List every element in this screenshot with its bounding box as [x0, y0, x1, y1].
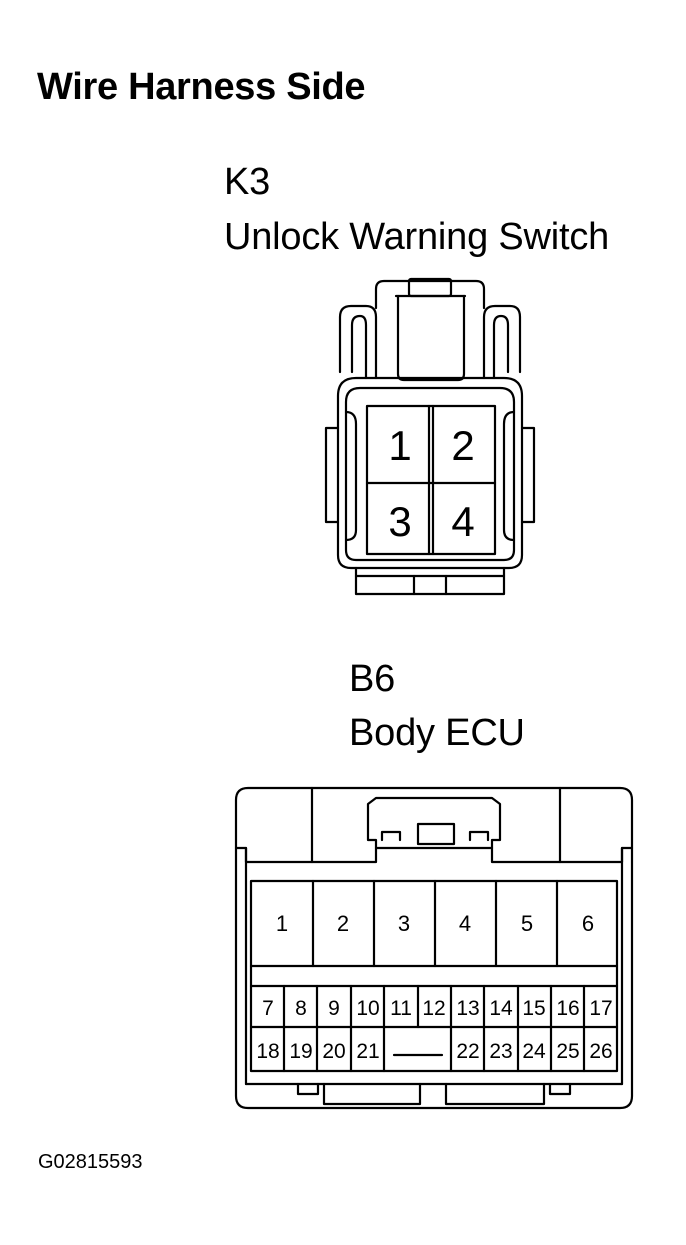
b6-pin-1: 1: [276, 911, 288, 936]
b6-pin-15: 15: [522, 997, 545, 1020]
connector-k3-body: [324, 277, 536, 596]
k3-pin-2: 2: [451, 422, 474, 469]
b6-pin-8: 8: [295, 997, 307, 1020]
b6-pin-23: 23: [489, 1040, 512, 1063]
b6-pin-17: 17: [589, 997, 612, 1020]
k3-pin-3: 3: [388, 498, 411, 545]
b6-pin-4: 4: [459, 911, 471, 936]
b6-pin-5: 5: [521, 911, 533, 936]
b6-pin-13: 13: [456, 997, 479, 1020]
b6-pin-9: 9: [328, 997, 340, 1020]
b6-pin-19: 19: [289, 1040, 312, 1063]
connector-k3-name: Unlock Warning Switch: [224, 216, 610, 258]
diagram-title: Wire Harness Side: [37, 66, 366, 108]
b6-pin-21: 21: [356, 1040, 379, 1063]
figure-code: G02815593: [38, 1151, 143, 1173]
b6-pin-24: 24: [522, 1040, 546, 1063]
b6-pin-14: 14: [489, 997, 513, 1020]
connector-b6-body: [234, 786, 634, 1110]
b6-pin-18: 18: [256, 1040, 279, 1063]
b6-pin-22: 22: [456, 1040, 479, 1063]
b6-pin-11: 11: [390, 997, 412, 1020]
b6-pin-12: 12: [422, 997, 445, 1020]
k3-pin-1: 1: [388, 422, 411, 469]
b6-pin-26: 26: [589, 1040, 612, 1063]
b6-pin-2: 2: [337, 911, 349, 936]
b6-pin-10: 10: [356, 997, 379, 1020]
b6-pin-3: 3: [398, 911, 410, 936]
b6-pin-7: 7: [262, 997, 274, 1020]
b6-pin-6: 6: [582, 911, 594, 936]
b6-pin-20: 20: [322, 1040, 345, 1063]
connector-b6-id: B6: [349, 658, 396, 700]
k3-pin-4: 4: [451, 498, 474, 545]
connector-k3-id: K3: [224, 161, 271, 203]
b6-pin-25: 25: [556, 1040, 579, 1063]
b6-pin-16: 16: [556, 997, 579, 1020]
connector-b6-name: Body ECU: [349, 712, 525, 754]
